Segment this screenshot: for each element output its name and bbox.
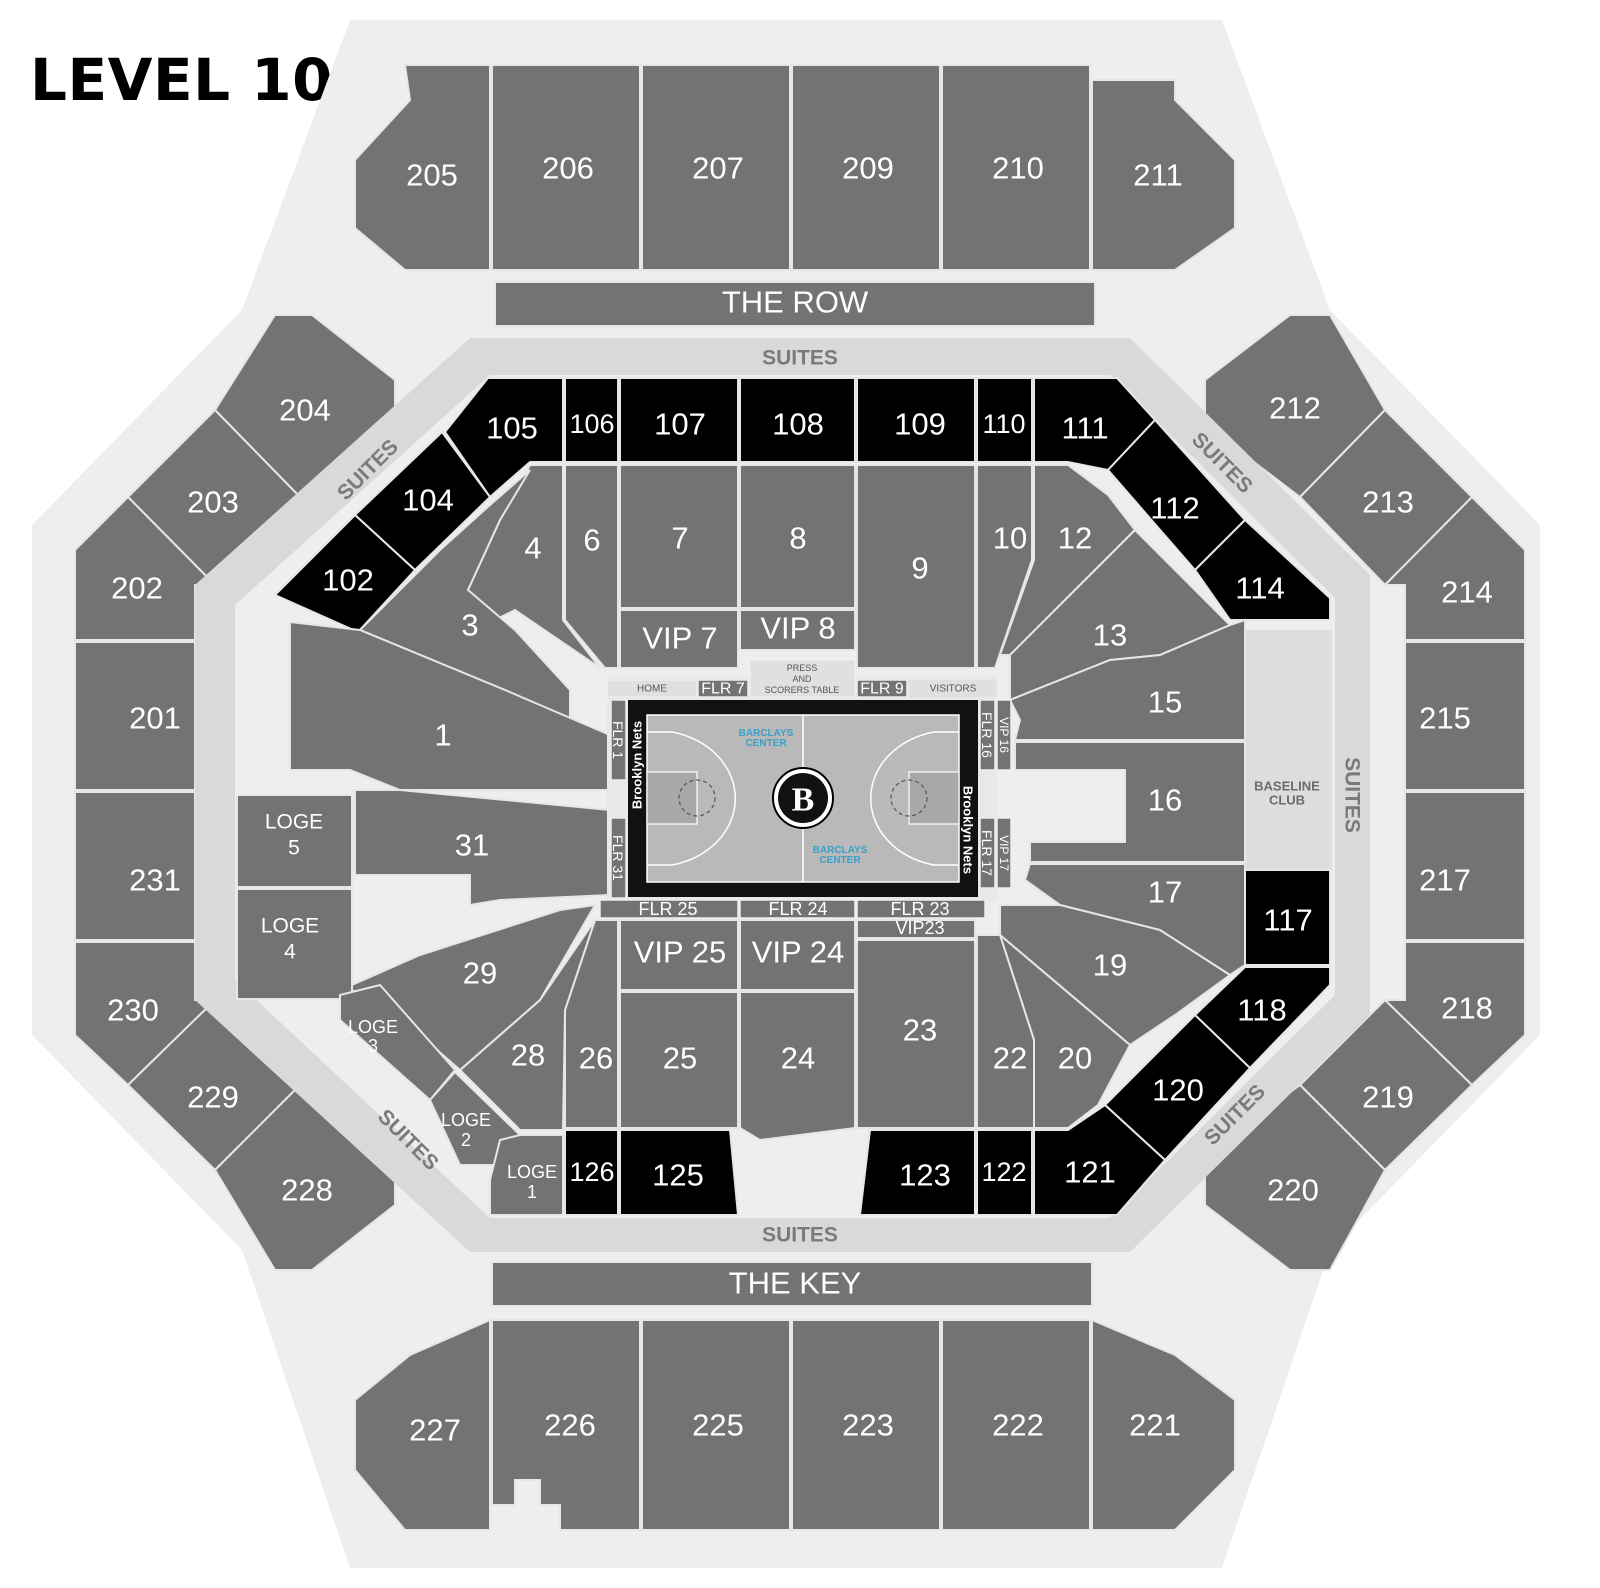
section-223[interactable] bbox=[791, 1319, 941, 1531]
left-paint bbox=[646, 771, 698, 825]
vip-7[interactable] bbox=[619, 609, 739, 669]
floor-7[interactable] bbox=[697, 679, 749, 698]
court-team-left: Brooklyn Nets bbox=[630, 721, 645, 809]
section-214[interactable] bbox=[1382, 495, 1526, 641]
section-207[interactable] bbox=[641, 64, 791, 271]
floor-16[interactable] bbox=[979, 699, 996, 771]
section-105[interactable] bbox=[443, 377, 564, 499]
section-109[interactable] bbox=[856, 377, 976, 463]
section-102[interactable] bbox=[273, 513, 417, 634]
section-201[interactable] bbox=[74, 641, 196, 791]
suites-label-bottom: SUITES bbox=[762, 1224, 838, 1247]
section-15[interactable] bbox=[1008, 618, 1246, 741]
section-226[interactable] bbox=[491, 1319, 641, 1531]
baseline-club bbox=[1242, 630, 1332, 870]
floor-9[interactable] bbox=[856, 679, 908, 698]
section-225[interactable] bbox=[641, 1319, 791, 1531]
section-221[interactable] bbox=[1091, 1318, 1236, 1531]
section-231[interactable] bbox=[74, 791, 196, 941]
section-31[interactable] bbox=[354, 789, 611, 907]
section-8[interactable] bbox=[739, 464, 856, 609]
section-10[interactable] bbox=[976, 464, 1033, 669]
press-label-3: SCORERS TABLE bbox=[765, 685, 840, 695]
court-logo-letter: B bbox=[792, 782, 815, 819]
section-114[interactable] bbox=[1193, 518, 1331, 621]
section-121[interactable] bbox=[1033, 1103, 1167, 1216]
section-23[interactable] bbox=[856, 939, 976, 1129]
visitors-bench bbox=[909, 680, 997, 697]
left-three-point-arc bbox=[647, 731, 737, 866]
home-label: HOME bbox=[637, 684, 667, 695]
section-6[interactable] bbox=[564, 464, 619, 669]
section-209[interactable] bbox=[791, 64, 941, 271]
section-211[interactable] bbox=[1091, 79, 1236, 271]
visitors-label: VISITORS bbox=[930, 684, 977, 695]
section-25[interactable] bbox=[619, 991, 739, 1129]
floor-1[interactable] bbox=[610, 699, 627, 781]
loge-4[interactable] bbox=[236, 888, 353, 1000]
suites-label-right: SUITES bbox=[1341, 757, 1364, 833]
section-7[interactable] bbox=[619, 464, 739, 609]
section-122[interactable] bbox=[976, 1129, 1033, 1216]
the-row[interactable] bbox=[494, 281, 1096, 327]
section-107[interactable] bbox=[619, 377, 739, 463]
press-label-1: PRESS bbox=[787, 663, 818, 673]
section-24[interactable] bbox=[739, 991, 856, 1142]
vip-16[interactable] bbox=[996, 699, 1012, 771]
page-title: LEVEL 100 bbox=[30, 46, 374, 114]
right-paint bbox=[908, 771, 960, 825]
press-table bbox=[749, 659, 856, 698]
left-ft-circle bbox=[678, 779, 716, 817]
section-106[interactable] bbox=[564, 377, 619, 463]
section-205[interactable] bbox=[354, 64, 491, 271]
section-110[interactable] bbox=[976, 377, 1033, 463]
vip-25[interactable] bbox=[619, 919, 739, 991]
court-brand-top-2: CENTER bbox=[745, 738, 787, 749]
section-126[interactable] bbox=[564, 1129, 619, 1216]
court-brand-bottom-1: BARCLAYS bbox=[813, 845, 868, 856]
court-team-right: Brooklyn Nets bbox=[961, 786, 976, 874]
floor-31[interactable] bbox=[610, 817, 627, 899]
loge-1[interactable] bbox=[489, 1134, 564, 1216]
section-227[interactable] bbox=[354, 1318, 491, 1531]
vip-23[interactable] bbox=[856, 919, 976, 939]
section-123[interactable] bbox=[858, 1129, 976, 1216]
right-three-point-arc bbox=[869, 731, 959, 866]
section-108[interactable] bbox=[739, 377, 856, 463]
home-bench[interactable] bbox=[606, 679, 698, 698]
the-key[interactable] bbox=[491, 1261, 1093, 1307]
court-brand-top-1: BARCLAYS bbox=[739, 728, 794, 739]
nets-logo-inner bbox=[778, 773, 828, 823]
section-217[interactable] bbox=[1404, 791, 1526, 941]
section-206[interactable] bbox=[491, 64, 641, 271]
loge-5[interactable] bbox=[236, 794, 353, 888]
section-16[interactable] bbox=[1014, 741, 1246, 863]
floor-24[interactable] bbox=[739, 899, 856, 919]
section-222[interactable] bbox=[941, 1319, 1091, 1531]
floor-25[interactable] bbox=[599, 899, 739, 919]
vip-24[interactable] bbox=[739, 919, 856, 991]
baseline-club-label-2: CLUB bbox=[1269, 793, 1305, 808]
vip-8[interactable] bbox=[739, 609, 856, 651]
section-215[interactable] bbox=[1404, 641, 1526, 791]
floor-23[interactable] bbox=[856, 899, 986, 919]
section-117[interactable] bbox=[1244, 869, 1331, 966]
suites-label-top: SUITES bbox=[762, 347, 838, 370]
vip-17[interactable] bbox=[996, 817, 1012, 889]
right-ft-circle bbox=[890, 779, 928, 817]
section-210[interactable] bbox=[941, 64, 1091, 271]
floor-17[interactable] bbox=[979, 817, 996, 889]
section-22[interactable] bbox=[976, 934, 1035, 1129]
section-9[interactable] bbox=[856, 464, 976, 669]
section-125[interactable] bbox=[619, 1129, 740, 1216]
press-label-2: AND bbox=[792, 674, 812, 684]
court-brand-bottom-2: CENTER bbox=[819, 855, 861, 866]
baseline-club-label-1: BASELINE bbox=[1254, 779, 1320, 794]
